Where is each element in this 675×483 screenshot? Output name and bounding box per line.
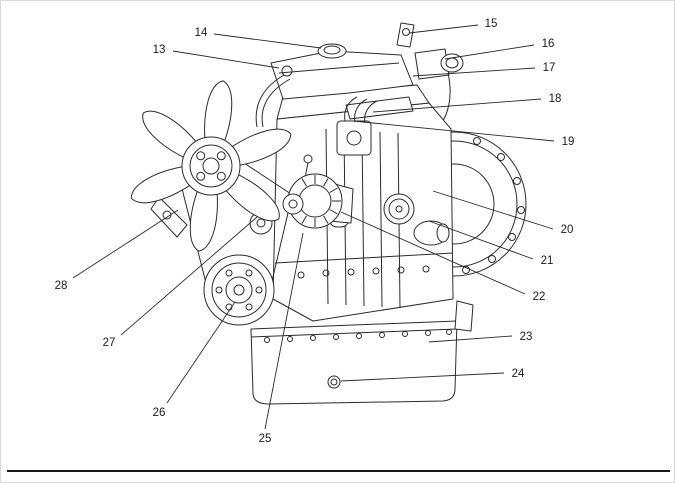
- callout-leader-18: [372, 98, 542, 113]
- callout-label-14: 14: [195, 27, 208, 39]
- callout-leader-24: [340, 372, 505, 382]
- block-parting-line: [274, 252, 454, 264]
- callout-leader-25: [264, 232, 304, 430]
- callout-label-13: 13: [153, 44, 166, 56]
- crankshaft-pulley: [203, 254, 275, 326]
- callout-label-26: 26: [153, 407, 166, 419]
- callout-label-19: 19: [562, 136, 575, 148]
- callout-label-24: 24: [512, 368, 525, 380]
- callout-leader-23: [428, 335, 513, 343]
- callout-leader-22: [340, 211, 526, 295]
- callout-label-28: 28: [55, 280, 68, 292]
- fuel-line: [364, 100, 378, 124]
- alternator-ribs: [301, 175, 341, 227]
- callout-label-21: 21: [541, 255, 554, 267]
- fuel-line: [354, 98, 368, 123]
- callout-label-25: 25: [259, 433, 272, 445]
- callout-label-16: 16: [542, 38, 555, 50]
- callout-leader-13: [172, 50, 280, 69]
- oil-pan: [250, 300, 474, 405]
- flywheel-housing-bolts: [462, 137, 525, 274]
- callout-leader-28: [72, 209, 179, 279]
- oil-filter: [383, 193, 415, 225]
- breather-hose: [255, 74, 291, 128]
- callout-label-23: 23: [520, 331, 533, 343]
- fan-bracket: [150, 196, 188, 238]
- callouts: 13 14 15 16 17 18 19 20 21 22 23 24 25 26 27 28: [55, 18, 575, 445]
- callout-leader-20: [432, 190, 554, 230]
- oil-pan-flange-bolts: [264, 329, 452, 343]
- callout-leader-17: [412, 67, 536, 77]
- alternator: [282, 173, 354, 229]
- callout-leader-15: [408, 24, 479, 34]
- crank-pulley-bolts: [215, 269, 263, 311]
- callout-leader-19: [352, 120, 555, 142]
- callout-label-15: 15: [485, 18, 498, 30]
- intake-manifold: [345, 96, 414, 120]
- callout-leader-16: [444, 44, 535, 60]
- oil-pan-flange: [250, 328, 458, 338]
- fan-hub-bolts: [196, 151, 226, 181]
- callout-leader-26: [166, 301, 236, 404]
- callout-label-27: 27: [103, 337, 116, 349]
- oil-drain-plug-hex: [330, 378, 338, 386]
- block-bolt-bosses: [297, 265, 430, 279]
- valve-cover: [270, 43, 414, 100]
- starter-motor: [413, 220, 450, 246]
- callout-label-22: 22: [533, 291, 546, 303]
- cooling-fan: [130, 80, 292, 252]
- callout-leader-27: [120, 216, 258, 336]
- callout-label-17: 17: [543, 62, 556, 74]
- oil-drain-plug: [327, 375, 341, 389]
- callout-label-18: 18: [549, 93, 562, 105]
- oil-filler-cap-inner: [323, 45, 341, 55]
- engine-illustration: [130, 22, 527, 405]
- fuel-line: [344, 96, 358, 122]
- rear-lifting-bracket: [396, 22, 415, 48]
- injection-pump: [336, 96, 378, 156]
- callout-label-20: 20: [561, 224, 574, 236]
- alternator-pulley: [282, 193, 304, 215]
- callout-leader-14: [213, 33, 322, 49]
- callout-leader-21: [428, 220, 534, 260]
- mounting-bracket: [454, 300, 474, 332]
- breather-fitting: [281, 65, 293, 77]
